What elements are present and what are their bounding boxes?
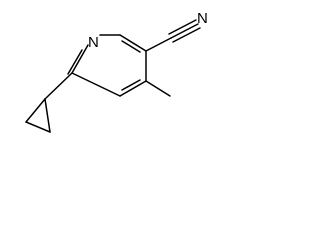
- bond-c6-cyclopropyl: [44, 72, 73, 100]
- ring-bond-c2-c3: [119, 34, 147, 52]
- ring-bond-c4-c5-inner: [121, 79, 141, 91]
- bond-c4-methyl: [145, 80, 171, 97]
- ring-bond-n-c6-inner: [67, 49, 83, 75]
- bond-c3-nitrile-carbon: [145, 37, 172, 52]
- ring-bond-c5-c6: [71, 72, 121, 97]
- cyclopropyl-bond-2: [25, 121, 51, 133]
- ring-bond-c4-c5: [119, 80, 147, 97]
- cyclopropyl-bond-3: [44, 98, 51, 133]
- ring-nitrogen-label: N: [88, 34, 99, 51]
- nitrile-triple-bond-3: [172, 27, 201, 43]
- ring-bond-c2-c3-inner: [121, 40, 141, 53]
- nitrile-triple-bond-1: [170, 23, 199, 39]
- nitrile-triple-bond-2: [168, 19, 197, 35]
- nitrile-nitrogen-label: N: [197, 10, 208, 27]
- ring-bond-n-c6: [71, 44, 89, 74]
- cyclopropyl-bond-1: [25, 98, 46, 123]
- molecule-structure-diagram: N N: [25, 10, 208, 133]
